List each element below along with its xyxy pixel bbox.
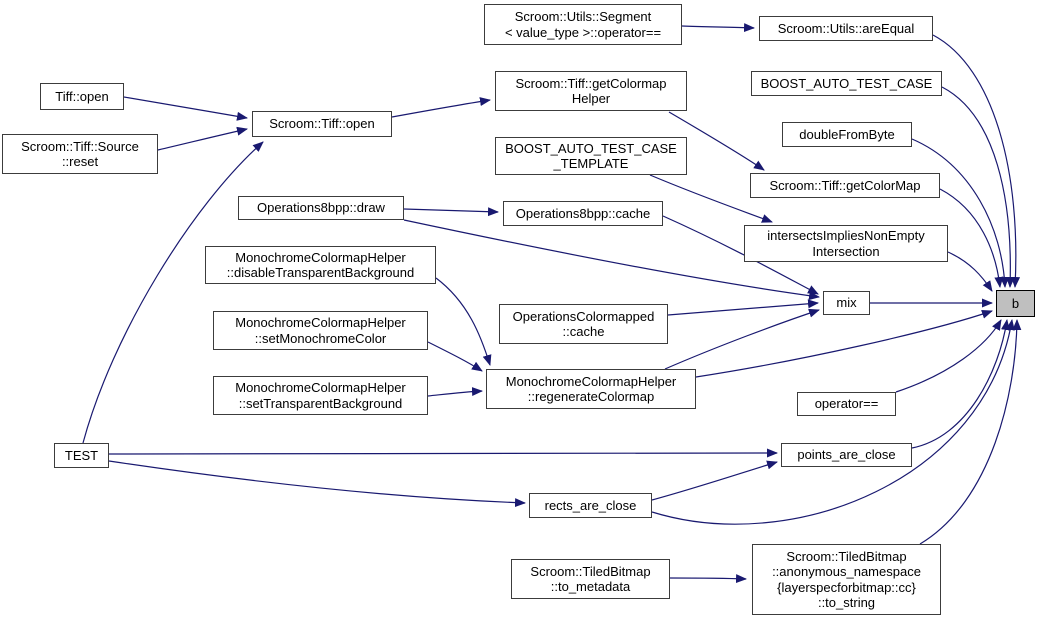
node-label-line: MonochromeColormapHelper xyxy=(505,373,677,389)
node-label-line: < value_type >::operator== xyxy=(504,24,662,40)
edge-points-are-close-to-b xyxy=(911,319,1010,449)
node-label-line: BOOST_AUTO_TEST_CASE xyxy=(760,75,933,91)
node-label-line: operator== xyxy=(814,396,879,412)
node-label-line: BOOST_AUTO_TEST_CASE xyxy=(505,140,677,156)
node-label-line: OperationsColormapped xyxy=(512,308,655,324)
node-tiff-open[interactable]: Tiff::open xyxy=(40,83,124,110)
node-label-line: ::to_metadata xyxy=(550,579,631,594)
node-test[interactable]: TEST xyxy=(54,443,109,468)
node-regenerate-colormap[interactable]: MonochromeColormapHelper::regenerateColo… xyxy=(486,369,696,409)
edge-regenerate-colormap-to-b xyxy=(695,309,993,378)
node-label-line: Scroom::Tiff::Source xyxy=(21,138,139,154)
node-boost-auto-test-case[interactable]: BOOST_AUTO_TEST_CASE xyxy=(751,71,942,96)
edge-boost-auto-test-case-to-b xyxy=(941,86,1015,288)
node-label-line: Operations8bpp::cache xyxy=(515,205,651,221)
node-label-line: Scroom::Utils::Segment xyxy=(514,9,652,24)
node-to-metadata[interactable]: Scroom::TiledBitmap::to_metadata xyxy=(511,559,670,599)
node-label-line: ::cache xyxy=(562,324,605,339)
node-label-line: ::to_string xyxy=(817,595,876,610)
node-set-monochrome-color[interactable]: MonochromeColormapHelper::setMonochromeC… xyxy=(213,311,428,350)
edge-set-monochrome-color-to-regenerate-colormap xyxy=(427,341,483,372)
node-label-line: Scroom::Tiff::getColorMap xyxy=(769,177,921,193)
node-label-line: Scroom::TiledBitmap xyxy=(786,548,907,564)
node-label-line: Tiff::open xyxy=(55,88,109,104)
node-points-are-close[interactable]: points_are_close xyxy=(781,443,912,467)
node-label-line: MonochromeColormapHelper xyxy=(235,315,406,330)
node-to-string[interactable]: Scroom::TiledBitmap::anonymous_namespace… xyxy=(752,544,941,615)
node-rects-are-close[interactable]: rects_are_close xyxy=(529,493,652,518)
node-boost-auto-test-case-template[interactable]: BOOST_AUTO_TEST_CASE_TEMPLATE xyxy=(495,137,687,175)
node-operator-eq[interactable]: operator== xyxy=(797,392,896,416)
node-label-line: ::reset xyxy=(61,154,99,169)
edge-operations8bpp-draw-to-mix xyxy=(403,219,820,301)
edge-operationscolormapped-cache-to-mix xyxy=(667,299,819,316)
node-operations8bpp-draw[interactable]: Operations8bpp::draw xyxy=(238,196,404,220)
node-operations8bpp-cache[interactable]: Operations8bpp::cache xyxy=(503,201,663,226)
node-mix[interactable]: mix xyxy=(823,291,870,315)
node-label-line: ::setTransparentBackground xyxy=(238,395,403,411)
node-label-line: Scroom::Tiff::getColormap xyxy=(515,75,667,91)
edge-set-transparent-background-to-regenerate-colormap xyxy=(427,387,483,397)
edge-rects-are-close-to-points-are-close xyxy=(651,460,778,501)
edge-scroom-tiff-open-to-getcolormap-helper xyxy=(391,97,491,118)
node-label-line: ::disableTransparentBackground xyxy=(226,265,415,280)
node-label-line: MonochromeColormapHelper xyxy=(235,249,406,265)
node-operationscolormapped-cache[interactable]: OperationsColormapped::cache xyxy=(499,304,668,344)
edge-test-to-rects-are-close xyxy=(108,460,526,508)
node-label-line: Scroom::Utils::areEqual xyxy=(777,20,915,36)
edge-segment-operator-eq-to-are-equal xyxy=(681,23,755,33)
edge-tiff-open-to-scroom-tiff-open xyxy=(123,96,248,121)
node-label-line: doubleFromByte xyxy=(799,126,895,142)
edge-disable-transparent-background-to-regenerate-colormap xyxy=(435,277,492,366)
node-label-line: Operations8bpp::draw xyxy=(257,200,385,216)
edges-group xyxy=(82,23,1022,584)
node-label-line: TEST xyxy=(64,447,99,463)
node-label-line: b xyxy=(1011,295,1020,311)
edge-test-to-points-are-close xyxy=(108,448,778,458)
edge-operations8bpp-draw-to-operations8bpp-cache xyxy=(403,207,499,217)
edge-test-to-scroom-tiff-open xyxy=(82,141,264,444)
node-label-line: points_are_close xyxy=(797,447,896,463)
node-label-line: ::regenerateColormap xyxy=(527,389,655,404)
node-label-line: mix xyxy=(836,295,857,311)
edge-intersects-implies-to-b xyxy=(947,251,993,292)
edge-get-colormap-to-b xyxy=(939,188,1004,288)
node-b[interactable]: b xyxy=(996,290,1035,317)
node-source-reset[interactable]: Scroom::Tiff::Source::reset xyxy=(2,134,158,174)
node-are-equal[interactable]: Scroom::Utils::areEqual xyxy=(759,16,933,41)
edge-boost-auto-test-case-template-to-intersects-implies xyxy=(649,174,773,223)
node-label-line: intersectsImpliesNonEmpty xyxy=(767,228,925,243)
edge-source-reset-to-scroom-tiff-open xyxy=(157,126,248,151)
node-label-line: Helper xyxy=(571,91,611,106)
node-label-line: Scroom::Tiff::open xyxy=(269,116,375,132)
node-label-line: ::setMonochromeColor xyxy=(254,330,387,346)
edge-to-metadata-to-to-string xyxy=(669,574,747,584)
edge-double-from-byte-to-b xyxy=(911,138,1009,288)
node-label-line: rects_are_close xyxy=(544,497,637,513)
edge-regenerate-colormap-to-mix xyxy=(664,308,820,370)
node-label-line: {layerspecforbitmap::cc} xyxy=(777,579,916,595)
node-label-line: ::anonymous_namespace xyxy=(772,564,921,579)
node-double-from-byte[interactable]: doubleFromByte xyxy=(782,122,912,147)
node-scroom-tiff-open[interactable]: Scroom::Tiff::open xyxy=(252,111,392,137)
node-label-line: Intersection xyxy=(812,243,880,259)
node-set-transparent-background[interactable]: MonochromeColormapHelper::setTransparent… xyxy=(213,376,428,415)
node-label-line: _TEMPLATE xyxy=(553,156,629,171)
node-label-line: MonochromeColormapHelper xyxy=(235,380,406,395)
edge-are-equal-to-b xyxy=(932,34,1021,288)
edge-to-string-to-b xyxy=(919,319,1022,545)
node-disable-transparent-background[interactable]: MonochromeColormapHelper::disableTranspa… xyxy=(205,246,436,284)
edge-getcolormap-helper-to-get-colormap xyxy=(668,111,765,171)
node-get-colormap[interactable]: Scroom::Tiff::getColorMap xyxy=(750,173,940,198)
edge-operator-eq-to-b xyxy=(895,319,1002,393)
edge-rects-are-close-to-b xyxy=(651,319,1015,525)
node-segment-operator-eq[interactable]: Scroom::Utils::Segment< value_type >::op… xyxy=(484,4,682,45)
node-label-line: Scroom::TiledBitmap xyxy=(530,563,651,579)
